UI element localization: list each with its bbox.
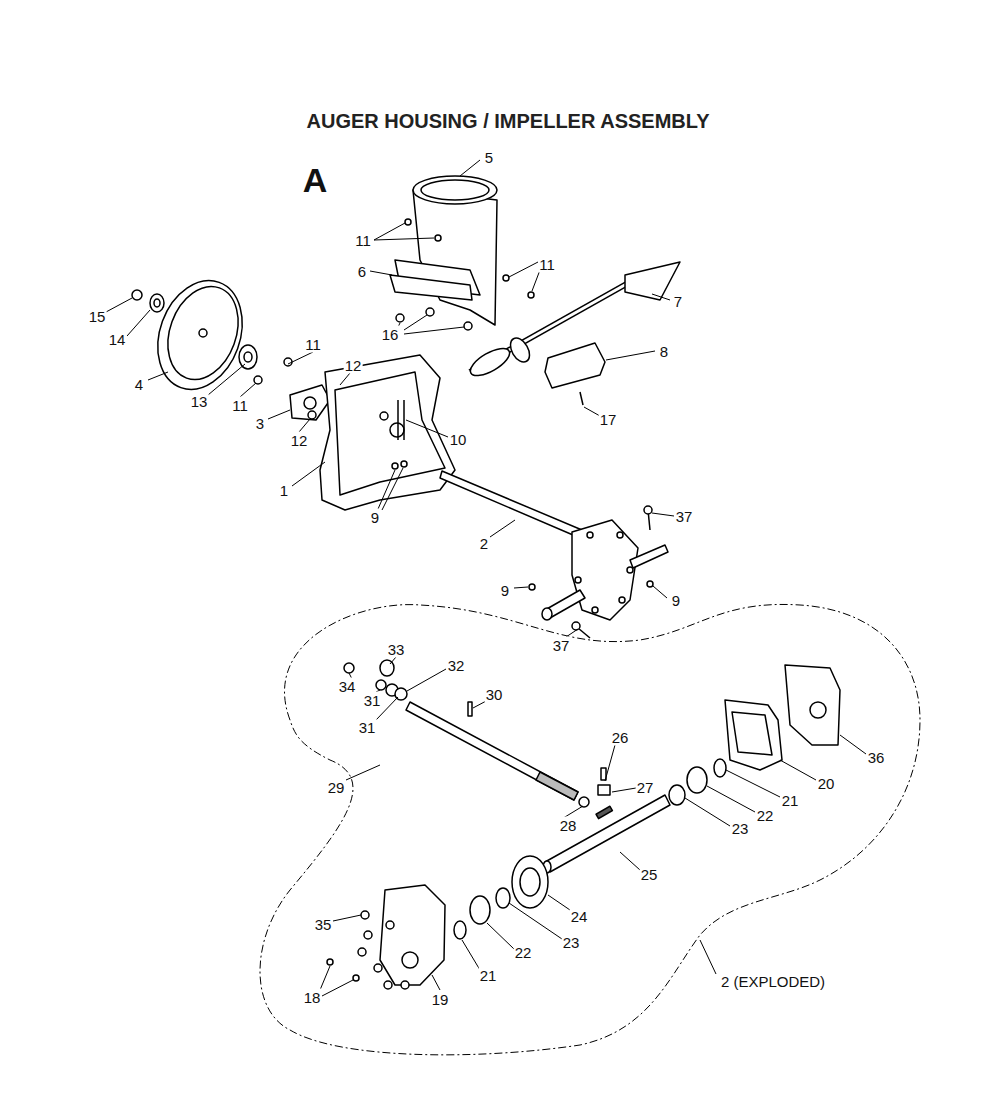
callout-number: 28 (559, 817, 578, 834)
callout-number: 2 (EXPLODED) (720, 973, 826, 990)
callout-number: 36 (867, 749, 886, 766)
callout-number: 19 (431, 991, 450, 1008)
callout-number: 21 (781, 792, 800, 809)
callout-number: 6 (357, 263, 367, 280)
callout-number: 32 (447, 657, 466, 674)
callout-number: 4 (134, 376, 144, 393)
callout-number: 1 (279, 482, 289, 499)
callout-number: 31 (363, 692, 382, 709)
callout-number: 22 (756, 807, 775, 824)
callout-number: 14 (108, 331, 127, 348)
callout-number: 34 (338, 678, 357, 695)
callout-number: 13 (190, 393, 209, 410)
callout-number: 8 (659, 343, 669, 360)
callout-number: 12 (290, 432, 309, 449)
callout-number: 27 (636, 779, 655, 796)
callout-number: 16 (381, 326, 400, 343)
callout-number: 24 (570, 908, 589, 925)
callout-number: 22 (514, 944, 533, 961)
callout-number: 17 (599, 411, 618, 428)
callout-number: 26 (611, 729, 630, 746)
callout-number: 9 (671, 592, 681, 609)
callout-number: 3 (255, 415, 265, 432)
callout-number: 11 (354, 232, 372, 249)
callout-number: 20 (817, 775, 836, 792)
callout-number: 2 (479, 535, 489, 552)
callout-number: 11 (231, 397, 249, 414)
view-letter: A (302, 162, 329, 198)
callout-number: 7 (673, 293, 683, 310)
callout-number: 12 (344, 357, 363, 374)
callout-number: 33 (387, 641, 406, 658)
callout-number: 29 (327, 779, 346, 796)
callout-number: 5 (484, 149, 494, 166)
callout-number: 37 (552, 637, 571, 654)
callout-number: 9 (500, 582, 510, 599)
callout-number: 23 (731, 820, 750, 837)
callout-number: 11 (538, 256, 556, 273)
callout-number: 31 (358, 719, 377, 736)
callout-number: 25 (640, 866, 659, 883)
callout-number: 10 (449, 431, 468, 448)
callout-number: 37 (675, 508, 694, 525)
callout-number: 9 (370, 509, 380, 526)
callout-number: 30 (485, 686, 504, 703)
callout-number: 35 (314, 916, 333, 933)
callout-number: 21 (479, 967, 498, 984)
diagram-title: AUGER HOUSING / IMPELLER ASSEMBLY (306, 110, 709, 133)
callout-number: 23 (562, 934, 581, 951)
callout-number: 11 (304, 336, 322, 353)
callout-number: 18 (303, 989, 322, 1006)
callout-number: 15 (88, 308, 107, 325)
